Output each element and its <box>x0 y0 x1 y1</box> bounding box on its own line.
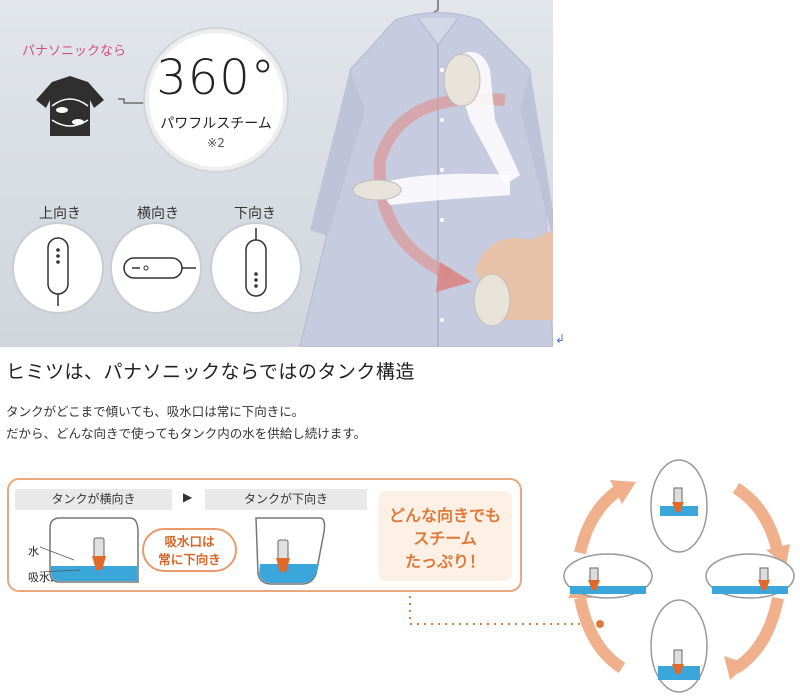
tab-tank-sideways: タンクが横向き <box>15 489 172 510</box>
dotted-connector <box>409 596 604 628</box>
plenty-steam-box <box>378 491 512 581</box>
orientation-up-label: 上向き <box>39 206 81 222</box>
description-line-1: タンクがどこまで傾いても、吸水口は常に下向きに。 <box>6 404 305 419</box>
steamer-sideways-icon <box>123 257 196 279</box>
rotating-tanks-diagram <box>563 459 795 693</box>
hero-image: パナソニックなら 360° パワフルスチーム ※2 上向き 横向き 下向き <box>0 0 553 347</box>
intake-callout <box>142 528 237 572</box>
callout-line-2: 常に下向き <box>158 552 221 567</box>
tank-sideways-illustration <box>40 517 139 583</box>
steamer-downward-icon <box>245 228 267 297</box>
tab-tank-down: タンクが下向き <box>205 489 367 510</box>
brand-note: パナソニックなら <box>22 44 127 59</box>
headline: ヒミツは、パナソニックならではのタンク構造 <box>6 361 415 383</box>
plenty-line-3: たっぷり！ <box>404 552 485 571</box>
plenty-line-1: どんな向きでも <box>388 506 501 525</box>
degree-360: 360° <box>156 50 276 106</box>
plenty-line-2: スチーム <box>413 529 477 548</box>
tank-down-illustration <box>255 517 326 585</box>
orientation-down-label: 下向き <box>234 206 276 222</box>
label-water: 水 <box>28 545 39 558</box>
orientation-down-circle <box>210 222 302 314</box>
steam-360-badge <box>143 27 289 173</box>
return-icon: ↲ <box>555 332 566 346</box>
steamer-upright-icon <box>47 237 69 306</box>
orientation-side-label: 横向き <box>137 206 179 222</box>
shirt-icon <box>36 76 104 136</box>
play-arrow-icon: ▶ <box>183 490 193 504</box>
powerful-steam-label: パワフルスチーム <box>160 116 272 132</box>
connector-line <box>118 98 146 104</box>
orientation-side-circle <box>110 222 202 314</box>
description-line-2: だから、どんな向きで使ってもタンク内の水を供給し続けます。 <box>6 426 367 441</box>
callout-line-1: 吸水口は <box>164 534 215 549</box>
tank-diagram-box <box>7 478 522 592</box>
shirt-illustration <box>299 0 553 347</box>
orientation-up-circle <box>12 222 104 314</box>
footnote: ※2 <box>207 136 225 150</box>
